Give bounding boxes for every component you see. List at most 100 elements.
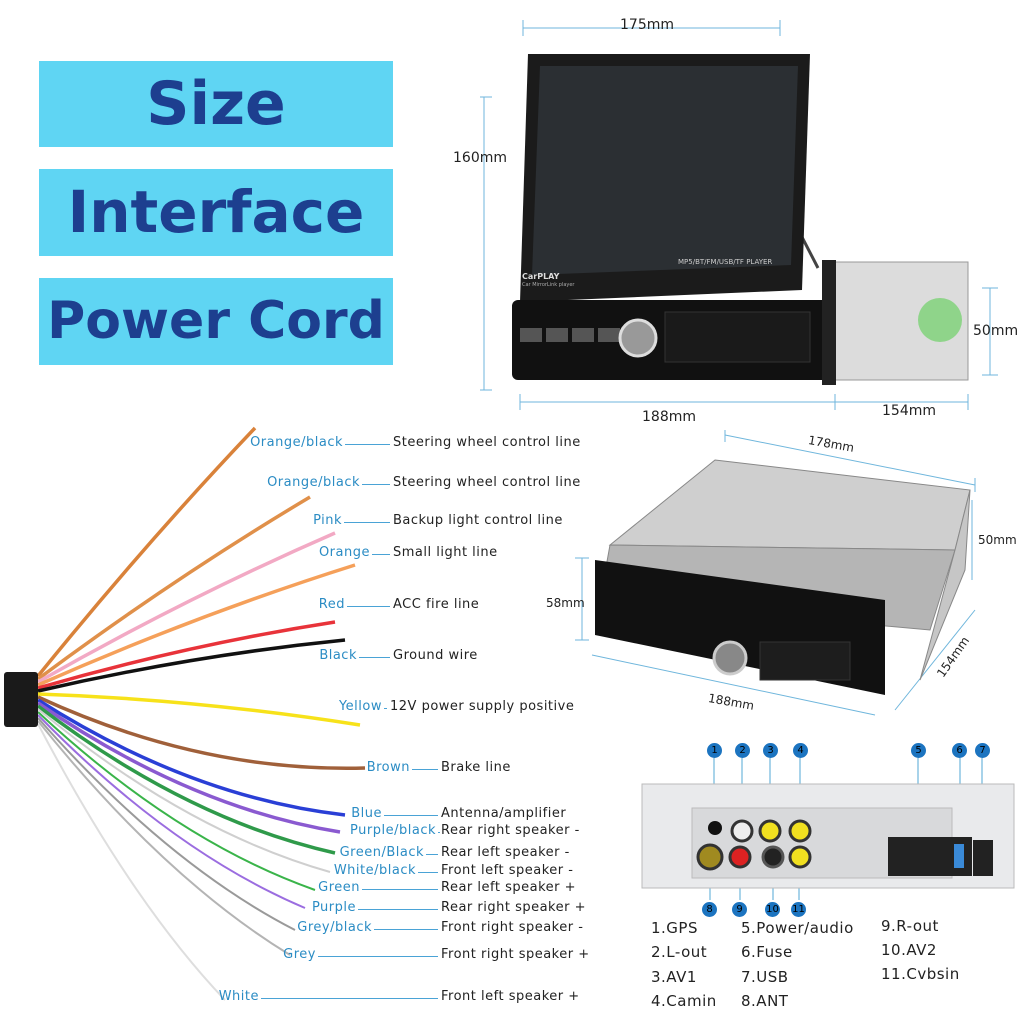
- wire-color-label: Purple: [311, 900, 356, 915]
- wire-color-label: Grey/black: [297, 920, 372, 935]
- dim-top-front: 188mm: [642, 409, 696, 425]
- leader-line: [372, 554, 390, 555]
- leader-line: [318, 956, 438, 957]
- port-legend-item: 2.L-out: [651, 943, 708, 961]
- port-legend-item: 1.GPS: [651, 919, 699, 937]
- leader-line: [418, 872, 438, 873]
- screen-model-text: MP5/BT/FM/USB/TF PLAYER: [678, 258, 773, 266]
- wire-color-label: Grey: [283, 947, 316, 962]
- leader-line: [384, 815, 438, 816]
- port-legend-item: 4.Camin: [651, 992, 717, 1010]
- port-number-badge: 11: [791, 902, 806, 917]
- wire-color-label: Purple/black: [350, 823, 436, 838]
- wire-10: [36, 704, 336, 855]
- dim-iso-left: 58mm: [546, 596, 585, 610]
- port-legend-item: 11.Cvbsin: [881, 965, 960, 983]
- wire-color-label: Orange: [318, 545, 370, 560]
- wire-color-label: Blue: [351, 806, 382, 821]
- port-number-badge: 9: [732, 902, 747, 917]
- port-number-badge: 3: [763, 743, 778, 758]
- wire-12: [37, 711, 316, 891]
- port-number-badge: 6: [952, 743, 967, 758]
- port-number-badge: 5: [911, 743, 926, 758]
- wire-13: [37, 714, 306, 909]
- wire-color-label: Green: [318, 880, 360, 895]
- port-legend-item: 5.Power/audio: [741, 919, 854, 937]
- leader-line: [345, 444, 390, 445]
- leader-line: [359, 657, 390, 658]
- wire-function: ACC fire line: [393, 597, 480, 612]
- wire-function: Brake line: [441, 760, 511, 775]
- banner-interface: Interface: [39, 169, 393, 256]
- wire-function: 12V power supply positive: [390, 699, 575, 714]
- port-number-badge: 4: [793, 743, 808, 758]
- port-number-badge: 8: [702, 902, 717, 917]
- wire-function: Rear right speaker +: [441, 900, 586, 915]
- wire-color-label: Black: [319, 648, 357, 663]
- wire-color-label: White: [218, 989, 259, 1004]
- leader-line: [362, 889, 438, 890]
- port-number-badge: 10: [765, 902, 780, 917]
- product-front-view: [480, 20, 998, 410]
- dim-top-height: 160mm: [453, 150, 507, 166]
- wire-color-label: White/black: [333, 863, 416, 878]
- leader-line: [358, 909, 438, 910]
- port-legend-item: 7.USB: [741, 968, 789, 986]
- banner-size: Size: [39, 61, 393, 147]
- wire-function: Rear left speaker +: [441, 880, 576, 895]
- wire-5: [37, 638, 346, 693]
- wire-function: Steering wheel control line: [393, 475, 581, 490]
- wiring-harness: [36, 426, 366, 1001]
- wire-3: [37, 563, 356, 687]
- banner-power-cord: Power Cord: [39, 278, 393, 365]
- leader-line: [344, 522, 390, 523]
- product-iso-view: [575, 430, 976, 716]
- leader-line: [362, 484, 390, 485]
- wire-function: Antenna/amplifier: [441, 806, 567, 821]
- wire-color-label: Green/Black: [339, 845, 424, 860]
- wire-4: [37, 620, 336, 690]
- wire-function: Small light line: [393, 545, 498, 560]
- wire-function: Rear left speaker -: [441, 845, 570, 860]
- leader-line: [438, 832, 440, 833]
- rear-panel: [641, 758, 1015, 900]
- wire-color-label: Brown: [366, 760, 410, 775]
- leader-line: [347, 606, 390, 607]
- wire-function: Front left speaker +: [441, 989, 580, 1004]
- port-number-badge: 7: [975, 743, 990, 758]
- wire-14: [37, 717, 296, 931]
- wire-function: Steering wheel control line: [393, 435, 581, 450]
- screen-brand: CarPLAY: [522, 272, 560, 281]
- leader-line: [412, 769, 438, 770]
- wire-function: Front right speaker -: [441, 920, 584, 935]
- port-legend-item: 9.R-out: [881, 917, 939, 935]
- wire-function: Backup light control line: [393, 513, 563, 528]
- wire-function: Front left speaker -: [441, 863, 574, 878]
- wire-0: [36, 426, 257, 678]
- port-number-badge: 1: [707, 743, 722, 758]
- wire-color-label: Red: [318, 597, 345, 612]
- wire-connector: [4, 672, 38, 727]
- wire-2: [37, 531, 336, 684]
- wire-color-label: Yellow: [338, 699, 382, 714]
- leader-line: [261, 998, 438, 999]
- leader-line: [374, 929, 438, 930]
- dim-top-side: 50mm: [973, 323, 1019, 339]
- leader-line: [426, 854, 438, 855]
- wire-function: Rear right speaker -: [441, 823, 580, 838]
- wire-color-label: Orange/black: [267, 475, 360, 490]
- wire-11: [37, 708, 331, 873]
- wire-7: [37, 695, 366, 771]
- dim-iso-right: 50mm: [978, 533, 1017, 547]
- dim-top-body: 154mm: [882, 403, 936, 419]
- wire-color-label: Pink: [313, 513, 342, 528]
- port-legend-item: 3.AV1: [651, 968, 697, 986]
- wire-color-label: Orange/black: [250, 435, 343, 450]
- port-legend-item: 8.ANT: [741, 992, 789, 1010]
- wire-function: Ground wire: [393, 648, 478, 663]
- wire-8: [37, 698, 346, 817]
- wire-function: Front right speaker +: [441, 947, 590, 962]
- dim-top-width: 175mm: [620, 17, 674, 33]
- wire-1: [36, 495, 311, 681]
- screen-brand-sub: Car MirrorLink player: [522, 282, 575, 288]
